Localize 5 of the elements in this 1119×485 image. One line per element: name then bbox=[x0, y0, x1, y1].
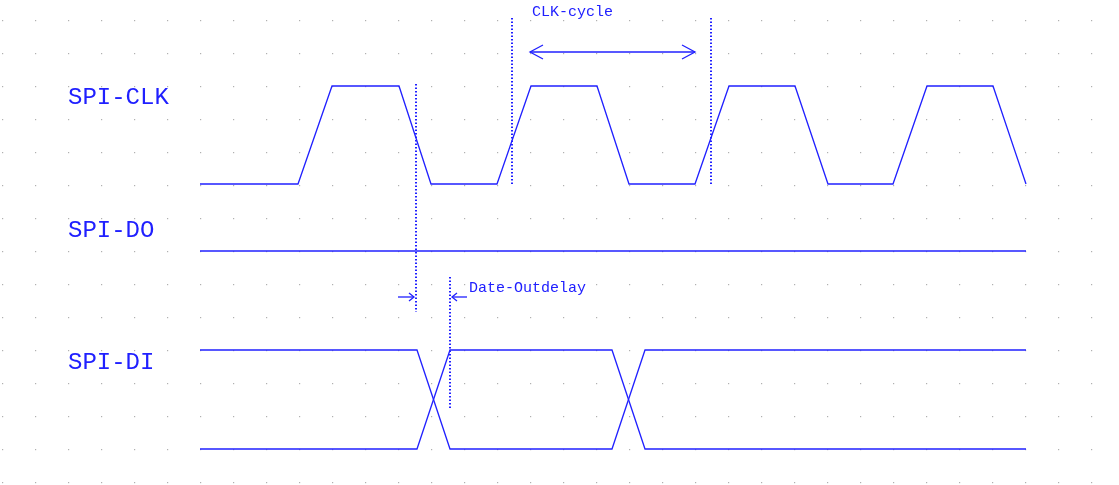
signal-name: SPI-DO bbox=[68, 219, 155, 243]
signal-name: SPI-CLK bbox=[68, 86, 169, 110]
dimension-label: CLK-cycle bbox=[532, 5, 613, 20]
signal-name: SPI-DI bbox=[68, 351, 155, 375]
dimension-label: Date-Outdelay bbox=[469, 281, 587, 296]
